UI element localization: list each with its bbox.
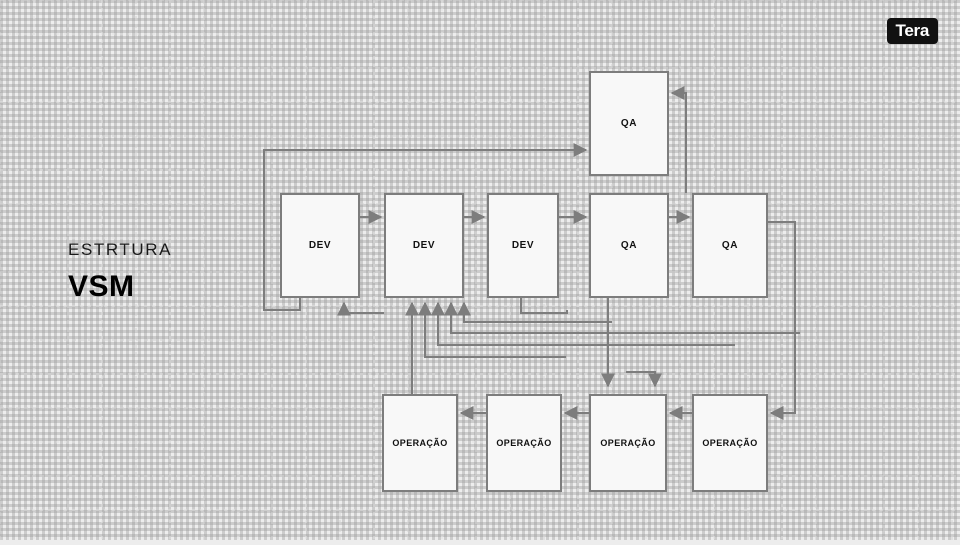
- edge-right-dev2: [444, 301, 800, 334]
- edge-qa2-op4: [768, 221, 796, 420]
- edge-op2-dev2: [418, 301, 566, 358]
- node-operacao-4[interactable]: OPERAÇÃO: [692, 394, 768, 492]
- node-label: OPERAÇÃO: [600, 438, 656, 448]
- edge-feedback-dev1: [337, 301, 384, 316]
- node-operacao-2[interactable]: OPERAÇÃO: [486, 394, 562, 492]
- page-title: VSM: [68, 270, 135, 304]
- logo-text: Tera: [895, 21, 930, 40]
- edge-op3-dev2: [431, 301, 735, 346]
- subtitle: ESTRTURA: [68, 240, 173, 259]
- node-label: DEV: [511, 240, 535, 251]
- node-dev-1[interactable]: DEV: [280, 193, 360, 298]
- node-qa-top[interactable]: QA: [589, 71, 669, 176]
- node-label: OPERAÇÃO: [496, 438, 552, 448]
- node-qa-1[interactable]: QA: [589, 193, 669, 298]
- node-label: QA: [620, 240, 638, 251]
- edge-dev3-dev2-feedback: [520, 298, 568, 314]
- node-label: DEV: [412, 240, 436, 251]
- edge-dev1-qatop: [263, 143, 588, 311]
- node-dev-2[interactable]: DEV: [384, 193, 464, 298]
- node-operacao-3[interactable]: OPERAÇÃO: [589, 394, 667, 492]
- node-label: DEV: [308, 240, 332, 251]
- node-label: OPERAÇÃO: [702, 438, 758, 448]
- node-label: QA: [620, 118, 638, 129]
- node-operacao-1[interactable]: OPERAÇÃO: [382, 394, 458, 492]
- title-block: ESTRTURA VSM: [68, 240, 172, 302]
- node-qa-2[interactable]: QA: [692, 193, 768, 298]
- tera-logo: Tera: [886, 18, 938, 44]
- node-label: QA: [721, 240, 739, 251]
- edge-hook-op3: [626, 371, 662, 388]
- edge-qa1-qatop: [670, 86, 687, 193]
- node-dev-3[interactable]: DEV: [487, 193, 559, 298]
- node-label: OPERAÇÃO: [392, 438, 448, 448]
- edge-qa-dev2: [457, 301, 612, 323]
